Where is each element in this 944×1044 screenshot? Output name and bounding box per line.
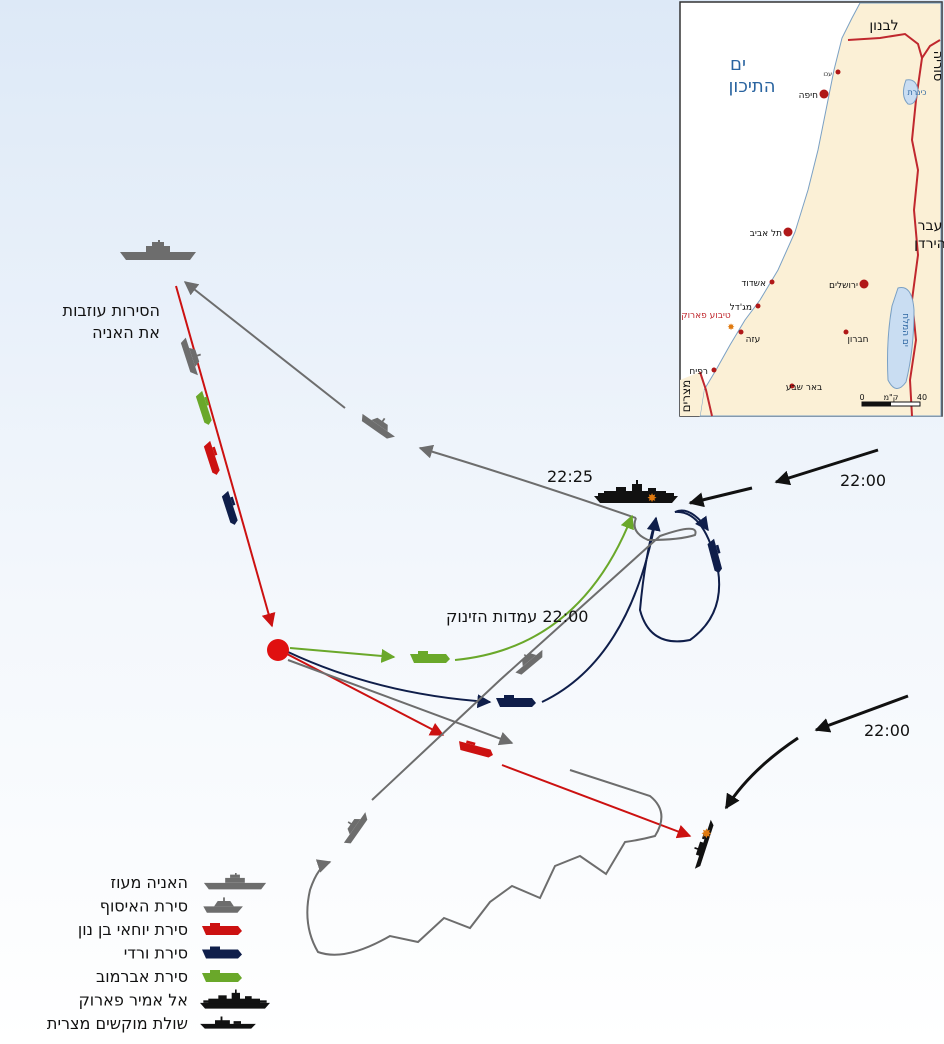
city-dot-icon [769, 279, 775, 285]
water-dead-sea: ים המלח [900, 313, 910, 347]
grey-track-b [306, 769, 663, 956]
vessels: ✸ ✸ [120, 240, 726, 871]
dead-sea-icon [887, 286, 915, 389]
city-label: חיפה [799, 91, 819, 101]
inset-border-lebanon [847, 32, 941, 61]
map-labels: הסירות עוזבות את האניה 22:00 עמדות הזינו… [63, 301, 911, 740]
city-dot-icon [843, 329, 849, 335]
city-dot-icon [755, 303, 761, 309]
minesweeper-approach-b [724, 736, 799, 810]
ship-return-track [183, 281, 346, 409]
green-track-b [454, 514, 634, 661]
country-egypt: מצרים [679, 380, 693, 413]
grey-track-a [287, 659, 514, 746]
kinneret-icon [902, 79, 919, 105]
city-label: אשדוד [741, 279, 766, 289]
city-label: מג'דל [730, 303, 752, 313]
city-dot-icon [783, 227, 793, 237]
legend-label: אל אמיר פארוק [78, 991, 188, 1010]
time-label-2200-a: 22:00 [840, 471, 886, 490]
inset-land-egypt [680, 372, 704, 416]
sea-label-line1: ים [730, 54, 746, 75]
scale-unit: ק"מ [884, 393, 899, 402]
legend-label: סירת ורדי [124, 944, 188, 963]
minesweeper-approach-a [814, 694, 909, 733]
boats-leave-label-line1: הסירות עוזבות [63, 301, 160, 320]
city-label: רפיח [689, 367, 708, 377]
inset-scale-bar: 0 ק"מ 40 [859, 393, 927, 407]
water-kinneret: כינרת [908, 88, 927, 97]
navy-loop [638, 509, 721, 643]
legend: האניה מעוז סירת האיסוף סירת יוחאי בן נון סי… [47, 873, 270, 1033]
return-track-grey [418, 444, 637, 519]
city-dot-icon [738, 329, 744, 335]
city-label: ירושלים [829, 281, 858, 291]
track-lines [175, 281, 909, 956]
legend-label: סירת אברמוב [96, 967, 188, 986]
city-dot-icon [819, 89, 829, 99]
explosion-icon: ✸ [701, 827, 712, 842]
sinking-icon: ✸ [727, 323, 735, 333]
legend-label: סירת יוחאי בן נון [78, 920, 188, 939]
boats-leave-label-line2: את האניה [92, 323, 160, 342]
red-attack-track [286, 653, 445, 736]
city-label: חברון [847, 335, 868, 345]
farouk-approach-a [774, 448, 879, 486]
time-label-2225: 22:25 [547, 467, 593, 486]
time-label-2200-b: 22:00 [864, 721, 910, 740]
scale-max: 40 [917, 393, 927, 402]
grey-track-c [371, 517, 697, 801]
city-dot-icon [789, 383, 795, 389]
legend-label: האניה מעוז [111, 873, 188, 892]
launch-positions-label: 22:00 עמדות הזינוק [446, 607, 588, 626]
city-dot-icon [711, 367, 717, 373]
inset-cities: עכו חיפה תל אביב אשדוד ירושלים מג'דל עזה חברון ר… [689, 69, 869, 393]
legend-label: סירת האיסוף [100, 897, 188, 916]
farouk-approach-b [688, 486, 753, 508]
city-label: באר שבע [786, 383, 822, 393]
inset-map: ים התיכון לבנון סוריה עבר הירדן מצרים כי… [679, 1, 944, 417]
inset-border-syria [908, 57, 923, 417]
sea-label-line2: התיכון [729, 76, 776, 97]
country-lebanon: לבנון [869, 18, 898, 34]
inset-land [699, 2, 942, 417]
city-dot-icon [859, 279, 869, 289]
explosion-icon: ✸ [647, 491, 657, 505]
launch-point-marker [267, 639, 289, 661]
city-label: עזה [746, 335, 761, 345]
city-label: עכו [823, 71, 832, 78]
scale-zero: 0 [859, 393, 864, 402]
country-transjordan-line1: עבר [918, 218, 943, 234]
country-transjordan-line2: הירדן [914, 236, 944, 252]
red-final-track [501, 764, 692, 839]
red-approach-track [175, 285, 276, 628]
navy-track-a [287, 651, 492, 709]
city-label: תל אביב [750, 229, 782, 239]
country-syria: סוריה [930, 51, 944, 82]
inset-border-egypt [699, 371, 713, 417]
green-track-a [289, 647, 396, 663]
city-dot-icon [835, 69, 841, 75]
legend-label: שולת מוקשים מצרית [47, 1014, 188, 1033]
sinking-label: טיבוע פארוק [681, 311, 731, 321]
